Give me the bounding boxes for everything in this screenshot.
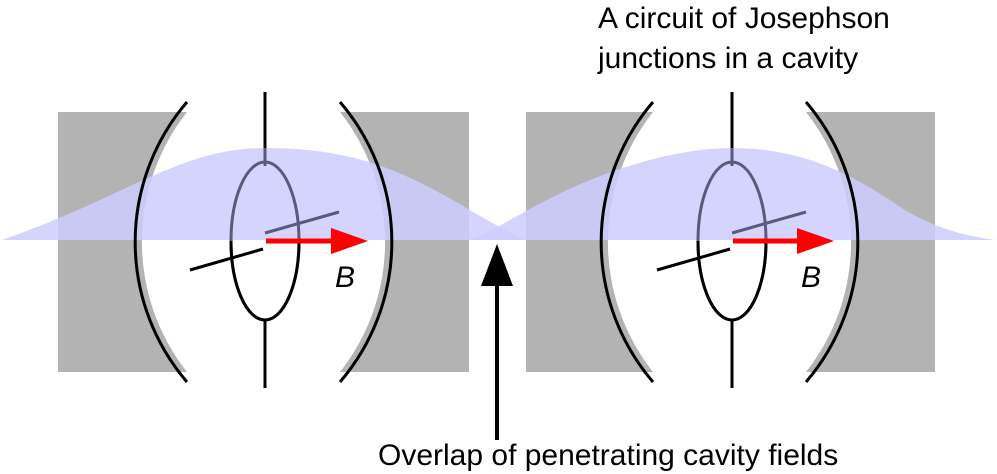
josephson-loop-lower (229, 240, 301, 322)
circuit-label-line2: junctions in a cavity (597, 42, 858, 75)
cavity-left: B (2, 92, 525, 388)
josephson-junction-upper (264, 210, 340, 235)
field-label: B (801, 261, 821, 294)
field-arrow-head (331, 228, 368, 254)
josephson-junction-lower (656, 247, 731, 272)
overlap-label: Overlap of penetrating cavity fields (378, 439, 838, 472)
circuit-label-line1: A circuit of Josephson (598, 2, 890, 35)
mirror-block-right-outer (526, 112, 653, 372)
cavity-field-left (2, 148, 525, 240)
cavity-mirror-arc-left (599, 101, 655, 383)
mirror-block-left-inner (340, 112, 469, 372)
mirror-block-left-outer (58, 112, 187, 372)
josephson-loop-lower (696, 240, 768, 322)
field-label: B (335, 261, 355, 294)
cavity-mirror-arc-right (804, 101, 860, 383)
cavity-mirror-arc-right (338, 101, 394, 383)
overlap-pointer (481, 244, 513, 440)
mirror-block-right-inner (806, 112, 935, 372)
josephson-junction-upper (731, 210, 807, 235)
josephson-junction-lower (189, 247, 264, 272)
cavity-mirror-arc-left (133, 101, 189, 383)
field-arrow-head (797, 228, 834, 254)
overlap-arrow-head (481, 244, 513, 286)
cavity-right: B (470, 92, 995, 388)
